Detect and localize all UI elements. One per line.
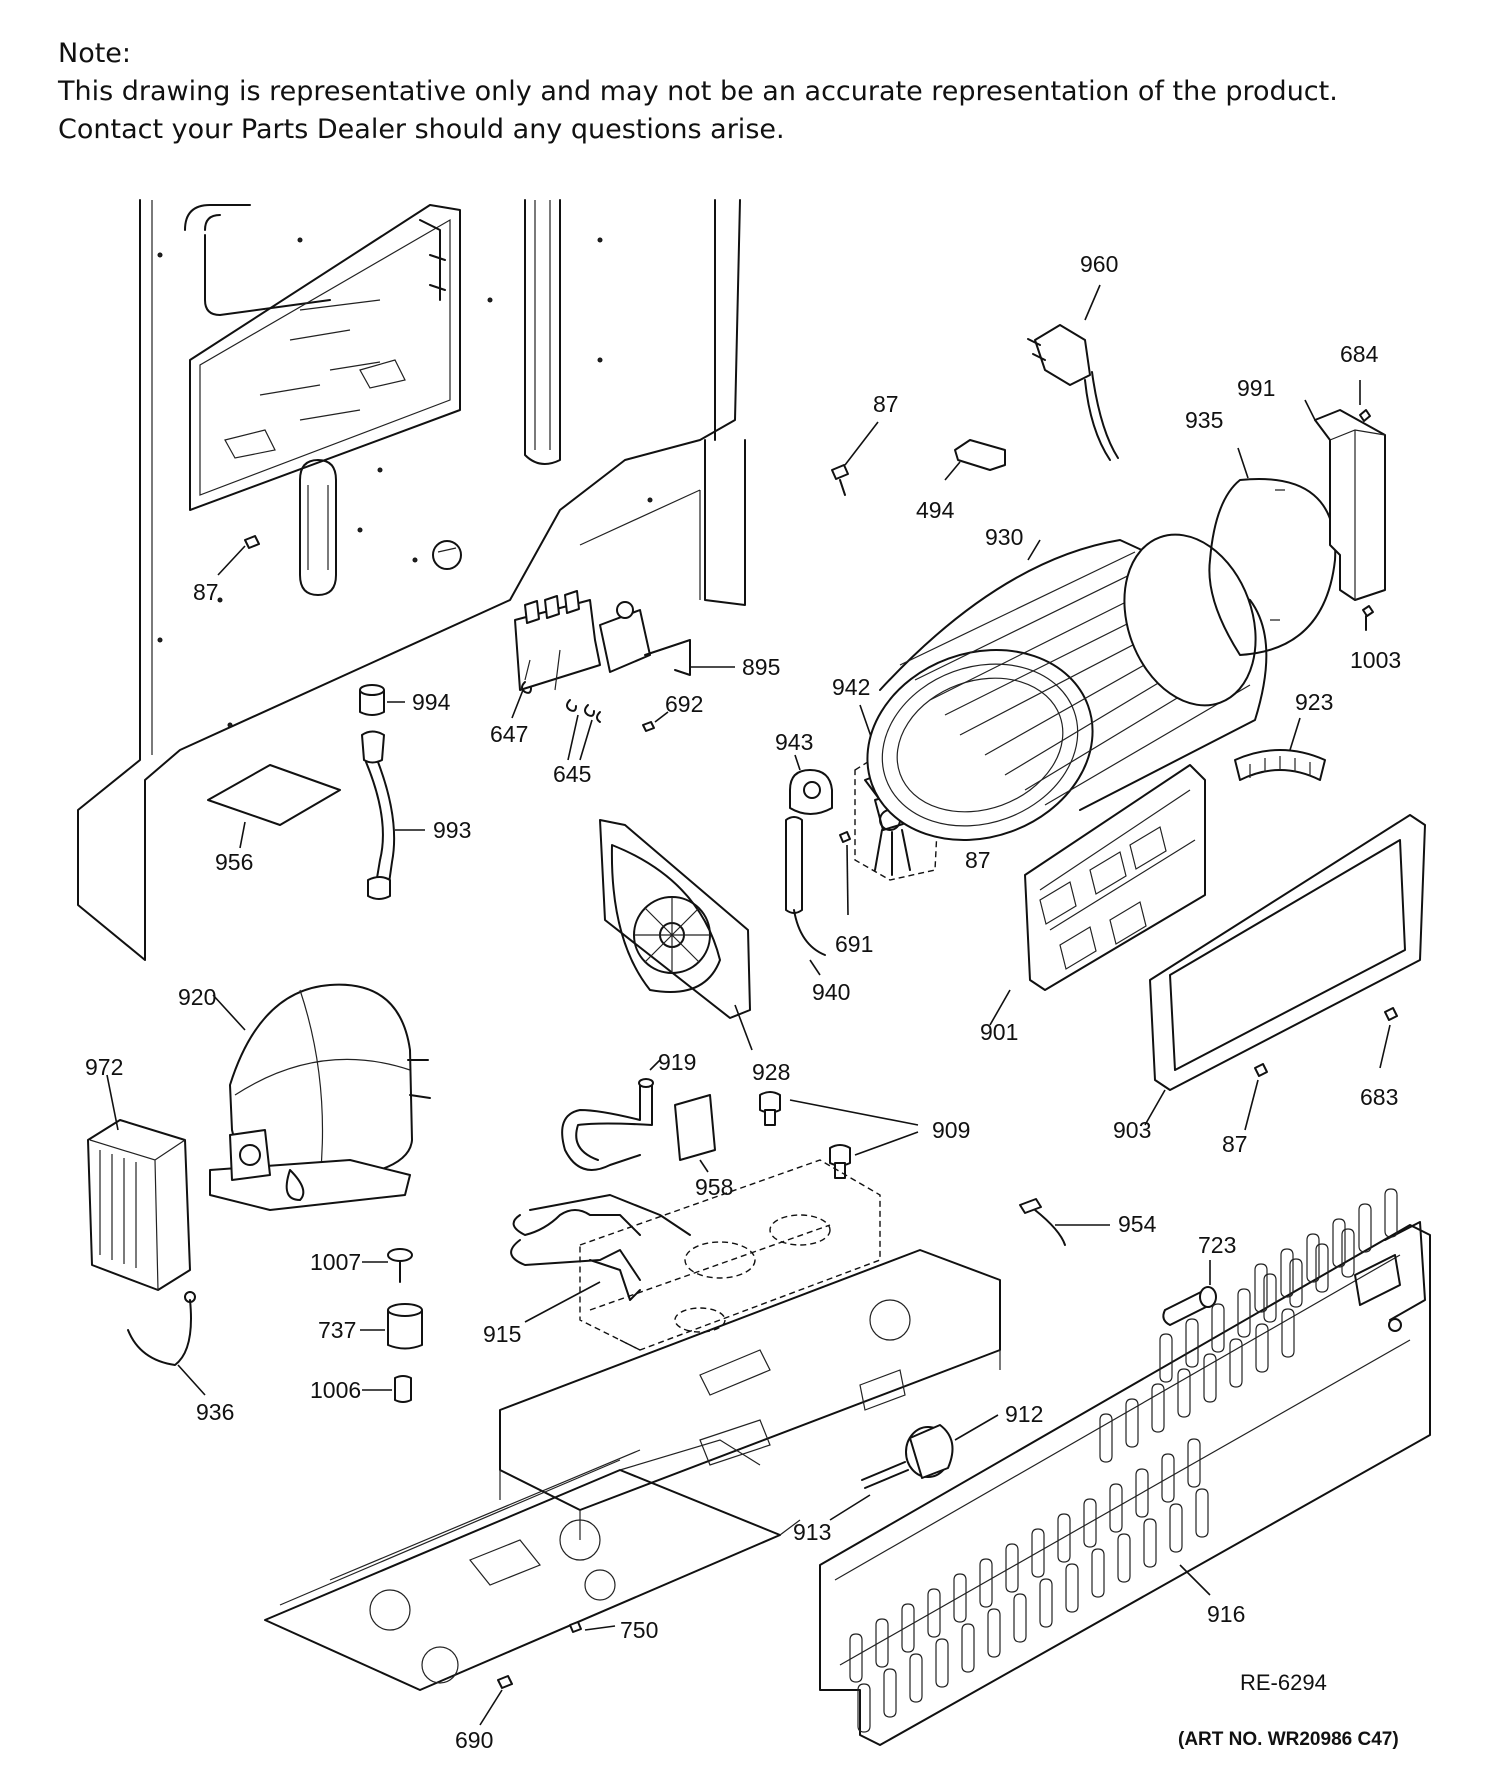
base-pan-dashed <box>579 1159 881 1351</box>
power-cord-960 <box>1027 284 1119 461</box>
callout-915: 915 <box>483 1321 521 1347</box>
callout-87-d: 87 <box>1222 1131 1248 1157</box>
callout-labels: 960 684 991 935 87 494 930 1003 87 895 9… <box>85 251 1401 1753</box>
art-number: (ART NO. WR20986 C47) <box>1178 1729 1399 1750</box>
callout-87-a: 87 <box>873 391 899 417</box>
base-pan <box>264 1249 1001 1691</box>
screw-87-cover <box>1244 1063 1268 1131</box>
hose-993 <box>361 730 425 900</box>
screw-683 <box>1379 1007 1398 1069</box>
cabinet-back-panel <box>77 199 746 961</box>
callout-683: 683 <box>1360 1084 1398 1110</box>
grommets-909 <box>759 1091 919 1179</box>
callout-928: 928 <box>752 1059 790 1085</box>
callout-956: 956 <box>215 849 253 875</box>
diagram-reference: RE-6294 <box>1240 1670 1327 1695</box>
callout-750: 750 <box>620 1617 658 1643</box>
screw-691 <box>839 831 851 916</box>
callout-684: 684 <box>1340 341 1379 367</box>
callout-903: 903 <box>1113 1117 1151 1143</box>
pad-958 <box>674 1094 716 1173</box>
harness-923 <box>1234 717 1326 781</box>
callout-1006: 1006 <box>310 1377 361 1403</box>
callout-958: 958 <box>695 1174 733 1200</box>
callout-954: 954 <box>1118 1211 1157 1237</box>
valve-assembly <box>514 590 735 691</box>
callout-723: 723 <box>1198 1232 1236 1258</box>
grommet-912 <box>905 1414 999 1479</box>
note-line-1: This drawing is representative only and … <box>58 76 1338 107</box>
callout-691: 691 <box>835 931 873 957</box>
spacer-723 <box>1162 1260 1217 1326</box>
callout-912: 912 <box>1005 1401 1043 1427</box>
thermistor-940 <box>785 816 826 976</box>
note-line-2: Contact your Parts Dealer should any que… <box>58 114 785 145</box>
callout-916: 916 <box>1207 1601 1245 1627</box>
pin-913 <box>829 1461 909 1521</box>
callout-737: 737 <box>318 1317 356 1343</box>
control-board-901 <box>989 764 1206 1026</box>
grommet-1007 <box>362 1248 413 1283</box>
compressor-920 <box>209 983 431 1211</box>
sensor-954 <box>1019 1198 1110 1246</box>
tube-919 <box>561 1059 661 1171</box>
cover-plate-935 <box>1208 447 1337 656</box>
relay-943 <box>789 754 833 815</box>
callout-87-c: 87 <box>965 847 991 873</box>
callout-909: 909 <box>932 1117 970 1143</box>
callout-645: 645 <box>553 761 591 787</box>
callout-936: 936 <box>196 1399 234 1425</box>
callout-1007: 1007 <box>310 1249 361 1275</box>
callout-895: 895 <box>742 654 780 680</box>
callout-993: 993 <box>433 817 471 843</box>
callout-690: 690 <box>455 1727 493 1753</box>
fan-shroud <box>599 819 753 1051</box>
callout-994: 994 <box>412 689 451 715</box>
callout-919: 919 <box>658 1049 696 1075</box>
wire-936 <box>127 1291 206 1396</box>
sleeve-737 <box>360 1303 423 1350</box>
front-grille <box>819 1221 1431 1746</box>
screw-750 <box>569 1621 616 1633</box>
screw-684 <box>1359 380 1371 422</box>
screw-1003 <box>1362 605 1374 631</box>
callout-942: 942 <box>832 674 870 700</box>
pad-956 <box>207 764 341 849</box>
clip-494 <box>944 439 1006 481</box>
clips-647-645 <box>511 681 669 761</box>
bracket-991 <box>1304 399 1386 601</box>
callout-692: 692 <box>665 691 703 717</box>
grille-slots <box>849 1188 1398 1733</box>
overload-972 <box>87 1074 191 1291</box>
callout-940: 940 <box>812 979 850 1005</box>
tube-994 <box>359 684 405 716</box>
callout-972: 972 <box>85 1054 123 1080</box>
tube-915 <box>510 1194 691 1323</box>
callout-991: 991 <box>1237 375 1275 401</box>
callout-494: 494 <box>916 497 955 523</box>
callout-901: 901 <box>980 1019 1018 1045</box>
screw-690 <box>479 1675 513 1726</box>
callout-647: 647 <box>490 721 528 747</box>
callout-943: 943 <box>775 729 813 755</box>
callout-1003: 1003 <box>1350 647 1401 673</box>
callout-960: 960 <box>1080 251 1118 277</box>
bushing-1006 <box>362 1375 412 1403</box>
screw-87-panel <box>217 535 260 576</box>
callout-923: 923 <box>1295 689 1333 715</box>
callout-913: 913 <box>793 1519 831 1545</box>
callout-935: 935 <box>1185 407 1223 433</box>
cover-903 <box>1144 814 1426 1126</box>
callout-87-b: 87 <box>193 579 219 605</box>
callout-920: 920 <box>178 984 216 1010</box>
note-heading: Note: <box>58 38 132 69</box>
condenser-coil <box>866 533 1268 841</box>
screw-87-upper <box>831 421 879 496</box>
callout-930: 930 <box>985 524 1023 550</box>
